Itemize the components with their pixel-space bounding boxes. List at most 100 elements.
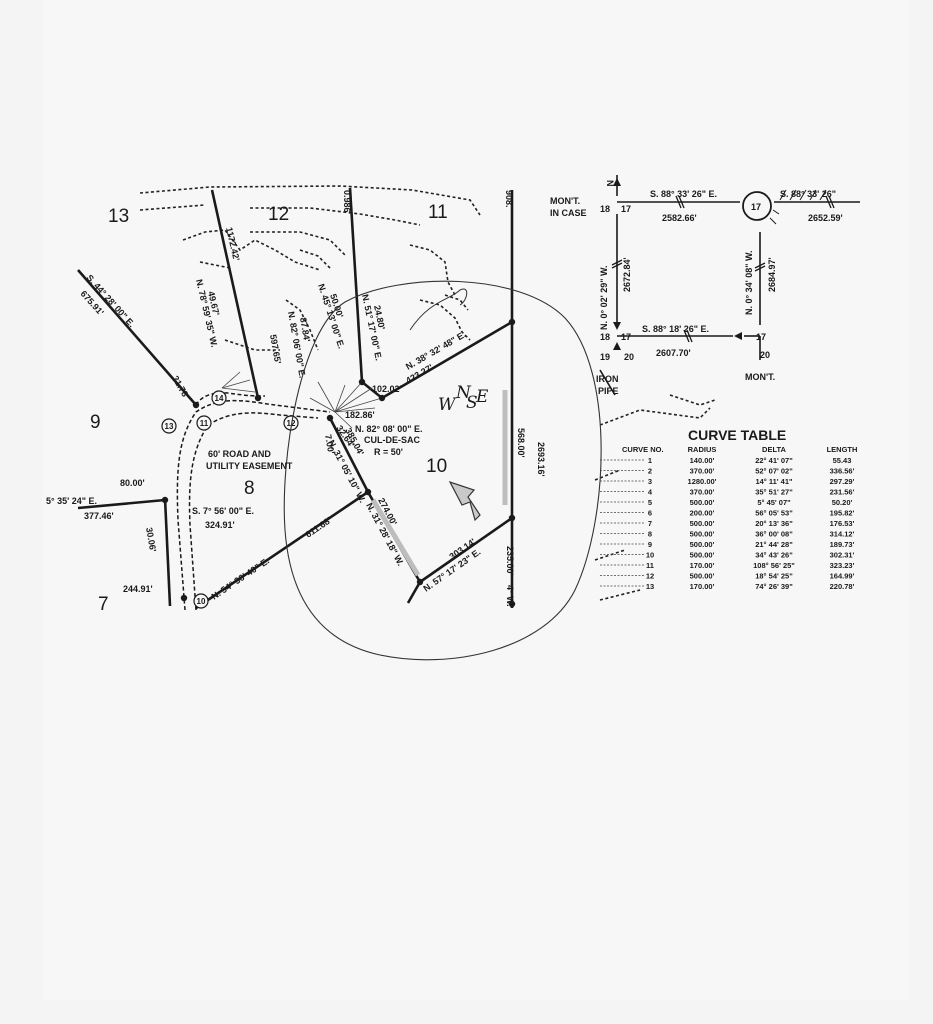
bearing-label: S. 88° 18' 26" E. [642, 324, 709, 334]
curve-table-cell: 12 [646, 572, 654, 581]
curve-table-cell: 52° 07' 02" [755, 467, 793, 476]
hand-scribble [409, 288, 468, 331]
curve-table-cell: 500.00' [690, 530, 715, 539]
curve-table-cell: 314.12' [830, 530, 855, 539]
curve-table-cell: 176.53' [830, 519, 855, 528]
curve-table-cell: 220.78' [830, 582, 855, 591]
curve-table-cell: 1280.00' [688, 477, 717, 486]
distance-label: 102.02' [372, 384, 402, 394]
section-number: 19 [600, 352, 610, 362]
curve-table-cell: 500.00' [690, 540, 715, 549]
curve-table-cell: 5 [648, 498, 652, 507]
north-label: N [605, 180, 615, 187]
distance-label: 244.91' [123, 584, 153, 594]
distance-label: 182.86' [345, 410, 375, 420]
cul-de-sac-spokes [221, 371, 383, 429]
iron-pipe-label: IRON [596, 374, 619, 384]
monument-label: IN CASE [550, 208, 587, 218]
curve-table-cell: 34° 43' 26" [755, 551, 793, 560]
curve-table-cell: 11 [646, 561, 654, 570]
section-number: 20 [624, 352, 634, 362]
cul-de-sac-label: CUL-DE-SAC [364, 435, 420, 445]
curve-marker-14: 14 [215, 394, 224, 403]
lot-number-12: 12 [268, 204, 289, 225]
survey-points [161, 318, 516, 608]
distance-label: 2684.97' [767, 257, 777, 292]
curve-table-cell: 9 [648, 540, 652, 549]
road-easement-lines [176, 392, 331, 611]
curve-table-cell: 1 [648, 456, 652, 465]
curve-table-header: RADIUS [688, 445, 717, 454]
bearing-label: N. 82° 08' 00" E. [355, 424, 423, 434]
hand-letter-e: E [475, 387, 489, 407]
curve-table-header: DELTA [762, 445, 786, 454]
curve-table-row: 11 170.00' 108° 56' 25" 323.23' [600, 561, 855, 570]
bearing-label: S. 7° 56' 00" E. [192, 506, 254, 516]
curve-marker-10: 10 [197, 597, 206, 606]
curve-table-cell: 189.73' [830, 540, 855, 549]
adjacent-lot-outlines [139, 185, 716, 601]
arrow-icon [613, 322, 621, 330]
curve-table-cell: 170.00' [690, 561, 715, 570]
hand-letter-n: N [455, 383, 472, 403]
section-number: 18 [600, 204, 610, 214]
distance-label: 568.00' [516, 428, 526, 458]
curve-table-cell: 5° 45' 07" [757, 498, 791, 507]
curve-table-cell: 6 [648, 509, 652, 518]
distance-label: 80.00' [120, 478, 145, 488]
curve-table-cell: 336.56' [830, 467, 855, 476]
hand-letter-s: S [466, 393, 478, 413]
distance-label: 235.00' [505, 546, 515, 576]
curve-markers [161, 390, 299, 609]
cul-de-sac-radius: R = 50' [374, 447, 403, 457]
curve-table-cell: 302.31' [830, 551, 855, 560]
distance-label: 30.06' [144, 527, 158, 553]
curve-table-cell: 108° 56' 25" [753, 561, 795, 570]
curve-table-cell: 55.43 [833, 456, 852, 465]
distance-label: 2607.70' [656, 348, 691, 358]
curve-table-title: CURVE TABLE [688, 427, 786, 443]
curve-table-cell: 323.23' [830, 561, 855, 570]
monument-label: MON'T. [745, 372, 775, 382]
curve-table-row: 9 500.00' 21° 44' 28" 189.73' [600, 540, 855, 549]
distance-label: 377.46' [84, 511, 114, 521]
hand-drawn-circle [283, 280, 602, 661]
curve-table-cell: 21° 44' 28" [755, 540, 793, 549]
lot-number-8: 8 [244, 478, 255, 499]
lot-number-11: 11 [428, 202, 448, 223]
arrow-icon [613, 342, 621, 350]
curve-table-cell: 170.00' [690, 582, 715, 591]
arrow-icon [734, 332, 742, 340]
shaded-strip [370, 390, 508, 577]
lot-number-13: 13 [108, 206, 129, 227]
paper-sheet [42, 0, 910, 1000]
bearing-label: S. 88° 33' 26" [780, 189, 836, 199]
curve-table-cell: 20° 13' 36" [755, 519, 793, 528]
distance-label: 87.84' [298, 317, 312, 343]
lot-number-10: 10 [426, 456, 447, 477]
curve-table-cell: 74° 26' 39" [755, 582, 793, 591]
easement-label: 60' ROAD AND [208, 449, 271, 459]
distance-label: 2693.16' [536, 442, 546, 477]
curve-table-cell: 500.00' [690, 551, 715, 560]
bearing-label: N. 0° 02' 29" W. [599, 265, 609, 330]
curve-table-cell: 140.00' [690, 456, 715, 465]
curve-table-cell: 500.00' [690, 498, 715, 507]
curve-marker-13: 13 [165, 422, 174, 431]
curve-table-cell: 164.99' [830, 572, 855, 581]
hand-letter-w: W [438, 395, 457, 415]
hand-drawn-arrow-icon [448, 480, 481, 522]
bearing-label: 5° 35' 24" E. [46, 496, 97, 506]
distance-label: 2672.84' [622, 257, 632, 292]
curve-table-cell: 200.00' [690, 509, 715, 518]
easement-label: UTILITY EASEMENT [206, 461, 293, 471]
